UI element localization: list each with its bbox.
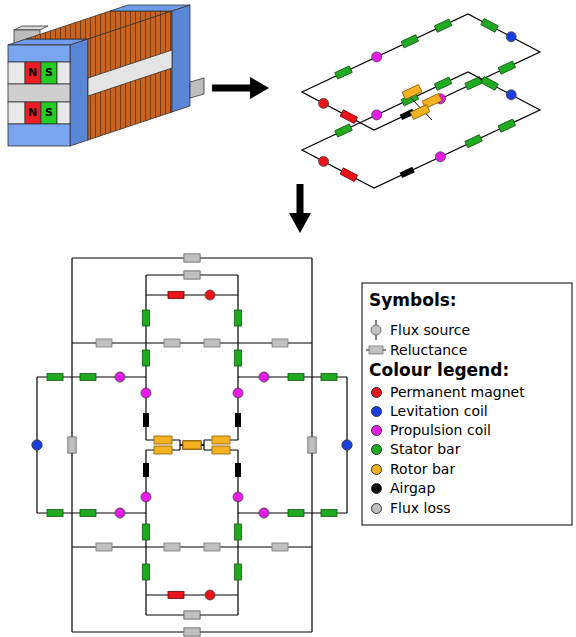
network-3d-part <box>410 105 430 120</box>
machine-illustration-part <box>57 102 70 124</box>
machine-illustration-part <box>8 84 70 102</box>
legend-swatch <box>371 483 382 494</box>
network-3d-part-part <box>402 85 422 100</box>
legend-text: Stator bar <box>390 441 460 457</box>
network-3d-part <box>402 85 422 100</box>
legend-text: Permanent magnet <box>390 384 525 400</box>
pole-label: N <box>28 107 37 120</box>
machine-illustration-part <box>8 62 25 84</box>
pole-label: N <box>28 67 37 80</box>
machine-illustration-part <box>41 62 57 84</box>
machine-illustration-part <box>190 78 204 98</box>
legend-box-part <box>362 283 572 525</box>
legend-text: Flux source <box>390 322 470 338</box>
machine-illustration-part <box>88 50 172 96</box>
legend-swatch <box>371 503 382 514</box>
process-arrow <box>212 77 311 233</box>
legend-text: Reluctance <box>390 342 467 358</box>
legend-text: Levitation coil <box>390 403 488 419</box>
network-2d-part <box>205 290 215 300</box>
network-2d-part <box>183 254 352 453</box>
network-2d-part <box>168 292 184 299</box>
network-2d-part <box>32 437 201 636</box>
machine-illustration-part <box>88 11 172 140</box>
legend-heading: Symbols: <box>369 291 457 311</box>
legend-swatch <box>371 387 382 398</box>
legend-swatch <box>371 425 382 436</box>
legend-text: Airgap <box>390 480 435 496</box>
legend-box-part <box>369 346 383 354</box>
network-2d <box>32 254 352 636</box>
machine-illustration-part <box>8 45 70 62</box>
process-arrow-part <box>250 77 269 99</box>
process-arrow-part <box>212 85 252 92</box>
network-3d-part <box>302 72 540 188</box>
legend-swatch <box>371 464 382 475</box>
network-2d-part <box>32 254 201 453</box>
pole-label: S <box>45 107 53 120</box>
legend-swatch <box>371 444 382 455</box>
legend-text: Flux loss <box>390 500 451 516</box>
machine-illustration-part <box>57 62 70 84</box>
machine-illustration-part <box>14 26 48 30</box>
legend-swatch <box>371 406 382 417</box>
machine-illustration-part <box>70 39 88 146</box>
legend-heading: Colour legend: <box>369 361 509 381</box>
machine-illustration-part <box>8 102 25 124</box>
machine-illustration-part <box>8 124 70 146</box>
legend-text: Propulsion coil <box>390 422 491 438</box>
machine-illustration-part <box>25 102 41 124</box>
network-3d <box>302 14 540 188</box>
process-arrow-part <box>289 213 311 233</box>
machine-illustration-part <box>172 5 190 112</box>
network-3d-part <box>302 14 540 130</box>
network-3d-part-part <box>410 105 430 120</box>
legend-text: Rotor bar <box>390 461 455 477</box>
process-arrow-part <box>297 184 304 215</box>
network-2d-part <box>205 590 215 600</box>
legend-box <box>362 283 572 525</box>
network-2d-part <box>168 592 184 599</box>
pole-label: S <box>45 67 53 80</box>
machine-illustration <box>8 5 204 146</box>
network-2d-part <box>183 437 352 636</box>
machine-illustration-part <box>41 102 57 124</box>
machine-illustration-part <box>25 62 41 84</box>
legend-box-part <box>371 325 381 335</box>
